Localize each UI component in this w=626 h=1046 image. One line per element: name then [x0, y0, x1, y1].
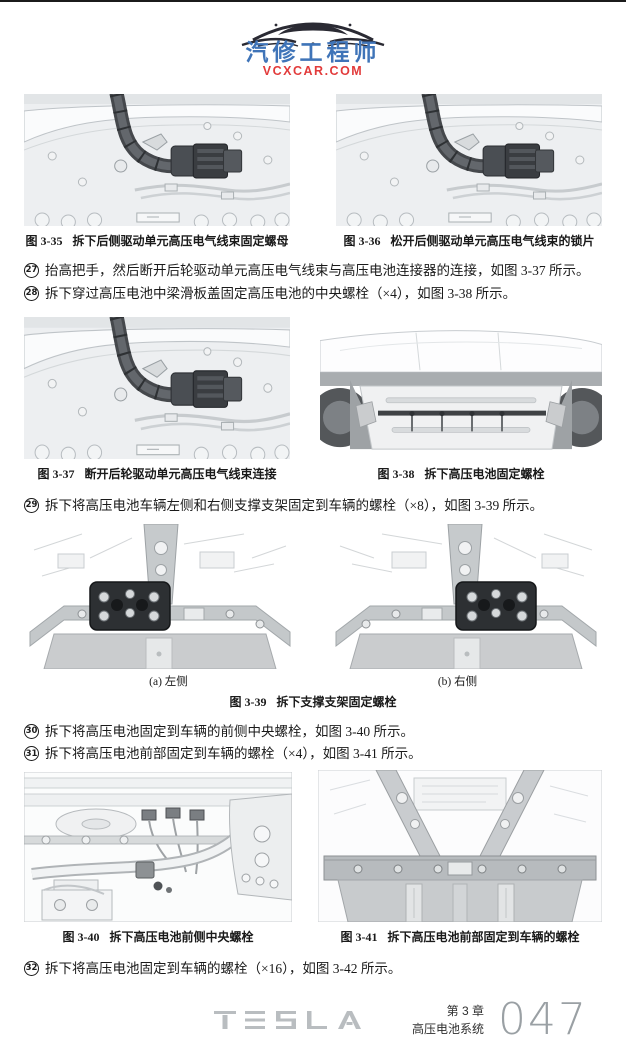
step-28-number: 28 [24, 285, 39, 301]
step-29: 29 拆下将高压电池车辆左侧和右侧支撑支架固定到车辆的螺栓（×8），如图 3-3… [24, 496, 602, 516]
page-top-border [0, 0, 626, 2]
page-footer: 第 3 章 高压电池系统 047 [24, 994, 602, 1046]
step-30-text: 拆下将高压电池固定到车辆的前侧中央螺栓，如图 3-40 所示。 [45, 723, 414, 739]
step-30: 30 拆下将高压电池固定到车辆的前侧中央螺栓，如图 3-40 所示。 [24, 722, 602, 742]
brand-url: VCXCAR.COM [262, 64, 364, 79]
figure-3-41-illustration [318, 770, 602, 922]
footer-right: 第 3 章 高压电池系统 047 [412, 998, 588, 1042]
step-31: 31 拆下将高压电池前部固定到车辆的螺栓（×4），如图 3-41 所示。 [24, 744, 602, 764]
figure-3-38-illustration [320, 311, 602, 459]
figure-row-3 [24, 524, 602, 669]
figure-3-35-illustration [24, 94, 290, 226]
chapter-title: 高压电池系统 [412, 1022, 485, 1037]
chapter-number: 第 3 章 [446, 1003, 485, 1018]
figure-3-39a-label: (a) 左侧 [149, 675, 188, 688]
step-29-number: 29 [24, 498, 39, 514]
page-number: 047 [498, 994, 588, 1046]
figure-3-39b-illustration [330, 524, 602, 669]
figure-3-39a-illustration [24, 524, 296, 669]
step-32: 32 拆下将高压电池固定到车辆的螺栓（×16），如图 3-42 所示。 [24, 959, 602, 979]
figure-3-37-illustration [24, 317, 290, 459]
step-31-number: 31 [24, 746, 39, 762]
figure-3-40-illustration [24, 772, 292, 922]
step-28-text: 拆下穿过高压电池中梁滑板盖固定高压电池的中央螺栓（×4），如图 3-38 所示。 [45, 285, 517, 301]
step-28: 28 拆下穿过高压电池中梁滑板盖固定高压电池的中央螺栓（×4），如图 3-38 … [24, 284, 602, 304]
figure-3-39-sublabels: (a) 左侧 (b) 右侧 [24, 673, 602, 689]
procedure-steps-3: 30 拆下将高压电池固定到车辆的前侧中央螺栓，如图 3-40 所示。 31 拆下… [24, 722, 602, 764]
chapter-block: 第 3 章 高压电池系统 [412, 1002, 484, 1039]
figure-3-39b-label: (b) 右侧 [437, 675, 478, 688]
procedure-steps-1: 27 抬高把手，然后断开后轮驱动单元高压电气线束与高压电池连接器的连接，如图 3… [24, 261, 602, 303]
step-27-number: 27 [24, 263, 39, 278]
step-27-text: 抬高把手，然后断开后轮驱动单元高压电气线束与高压电池连接器的连接，如图 3-37… [45, 263, 590, 278]
procedure-steps-2: 29 拆下将高压电池车辆左侧和右侧支撑支架固定到车辆的螺栓（×8），如图 3-3… [24, 496, 602, 516]
figure-3-36-illustration [336, 94, 602, 226]
car-logo-icon [241, 22, 385, 47]
step-32-number: 32 [24, 960, 39, 976]
step-30-number: 30 [24, 723, 39, 739]
step-27: 27 抬高把手，然后断开后轮驱动单元高压电气线束与高压电池连接器的连接，如图 3… [24, 261, 602, 281]
step-32-text: 拆下将高压电池固定到车辆的螺栓（×16），如图 3-42 所示。 [45, 960, 402, 976]
tesla-logo [214, 1011, 364, 1029]
step-31-text: 拆下将高压电池前部固定到车辆的螺栓（×4），如图 3-41 所示。 [45, 746, 422, 762]
procedure-steps-4: 32 拆下将高压电池固定到车辆的螺栓（×16），如图 3-42 所示。 [24, 959, 602, 979]
brand-name: 汽修工程师 [245, 39, 381, 65]
step-29-text: 拆下将高压电池车辆左侧和右侧支撑支架固定到车辆的螺栓（×8），如图 3-39 所… [45, 498, 544, 514]
header-logo: 汽修工程师 VCXCAR.COM [0, 0, 626, 90]
